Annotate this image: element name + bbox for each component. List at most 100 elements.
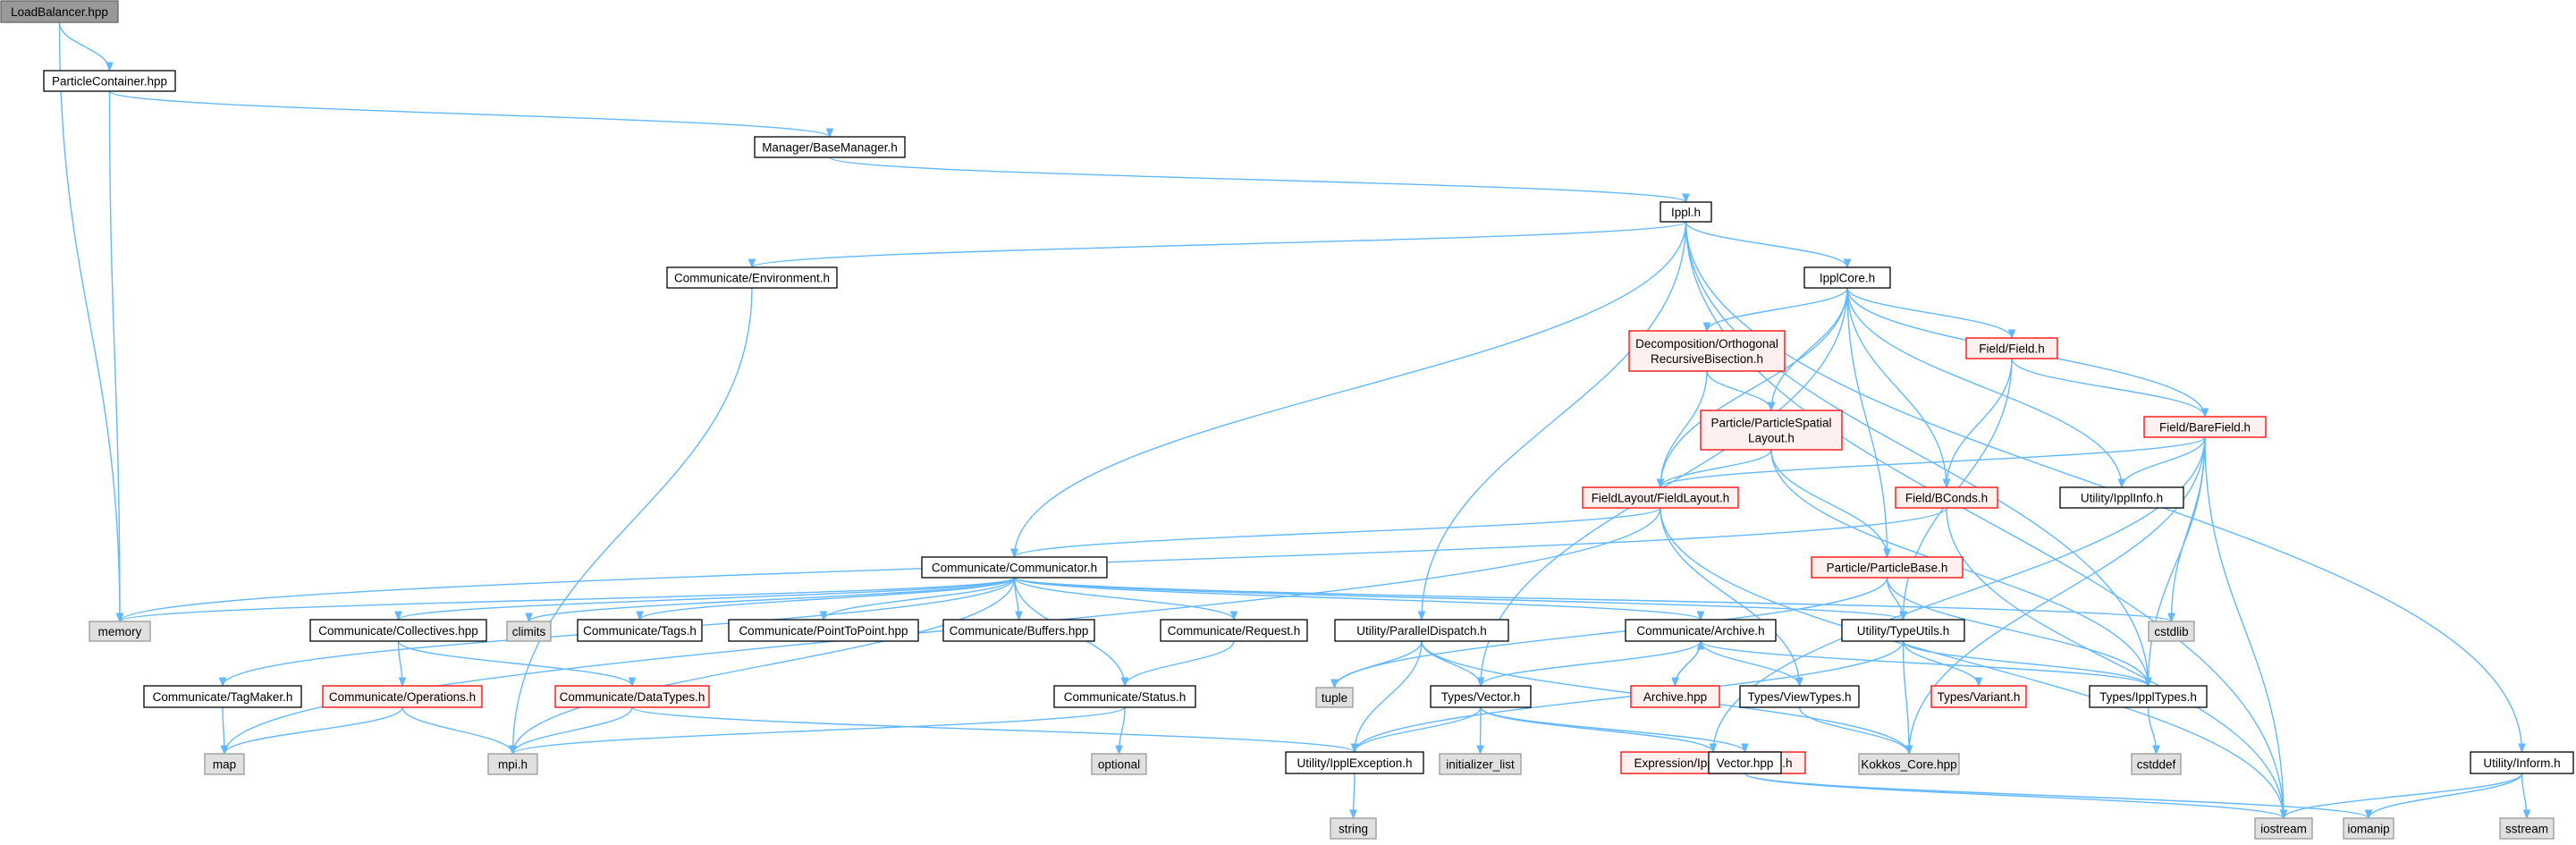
- graph-node-inform[interactable]: Utility/Inform.h: [2470, 751, 2574, 774]
- graph-node-basemanager[interactable]: Manager/BaseManager.h: [754, 136, 906, 158]
- graph-node-paralleldispatch[interactable]: Utility/ParallelDispatch.h: [1334, 619, 1509, 642]
- graph-node-collectives[interactable]: Communicate/Collectives.hpp: [309, 619, 487, 642]
- graph-node-ippltypes[interactable]: Types/IpplTypes.h: [2089, 685, 2208, 708]
- graph-node-typeutils[interactable]: Utility/TypeUtils.h: [1841, 619, 1965, 642]
- node-label: IpplCore.h: [1820, 272, 1875, 285]
- edge-vectorhpp-to-iostream: [1744, 773, 2288, 820]
- graph-node-tags[interactable]: Communicate/Tags.h: [577, 619, 703, 642]
- graph-node-archivehpp[interactable]: Archive.hpp: [1630, 685, 1720, 708]
- node-box: [2470, 751, 2574, 774]
- node-label: climits: [512, 625, 546, 638]
- node-label: iomanip: [2347, 823, 2389, 836]
- edge-pslayout-to-particlebase: [1770, 449, 1891, 559]
- edge-ippl-to-paralleldispatch: [1417, 221, 1687, 621]
- edge-line: [751, 221, 1687, 268]
- edge-arrowhead: [628, 677, 637, 688]
- edge-barefield-to-ippltypes: [2144, 436, 2206, 688]
- graph-node-kokkos[interactable]: Kokkos_Core.hpp: [1858, 753, 1960, 775]
- graph-node-particlebase[interactable]: Particle/ParticleBase.h: [1811, 556, 1964, 579]
- edge-fieldlayout-to-communicator: [1010, 507, 1661, 559]
- node-box: [322, 685, 483, 708]
- graph-node-p2p[interactable]: Communicate/PointToPoint.hpp: [728, 619, 919, 642]
- graph-node-mpi[interactable]: mpi.h: [487, 753, 538, 775]
- node-box: [2343, 817, 2394, 840]
- graph-node-ipplinfo[interactable]: Utility/IpplInfo.h: [2059, 486, 2184, 509]
- graph-node-variant[interactable]: Types/Variant.h: [1930, 685, 2027, 708]
- graph-node-tagmaker[interactable]: Communicate/TagMaker.h: [143, 685, 302, 708]
- edge-status-to-optional: [1115, 706, 1126, 756]
- node-label: cstddef: [2137, 758, 2176, 772]
- graph-node-optional[interactable]: optional: [1091, 753, 1147, 775]
- node-box: [1625, 619, 1777, 642]
- edge-archive-to-viewtypes: [1700, 640, 1803, 688]
- node-box: [2143, 416, 2267, 438]
- edge-arrowhead: [1702, 322, 1711, 333]
- edge-communicator-to-archive: [1013, 577, 1705, 621]
- edge-communicator-to-collectives: [394, 577, 1016, 621]
- graph-node-map[interactable]: map: [204, 753, 245, 775]
- graph-node-status[interactable]: Communicate/Status.h: [1053, 685, 1196, 708]
- graph-node-fieldlayout[interactable]: FieldLayout/FieldLayout.h: [1582, 486, 1739, 509]
- edge-line: [1902, 640, 2149, 687]
- edge-field-to-barefield: [2011, 358, 2209, 418]
- node-box: [143, 685, 302, 708]
- graph-node-loadbalancer[interactable]: LoadBalancer.hpp: [0, 0, 119, 23]
- graph-node-orb[interactable]: Decomposition/OrthogonalRecursiveBisecti…: [1628, 330, 1786, 372]
- node-label: Communicate/Communicator.h: [932, 562, 1097, 575]
- edge-line: [1480, 706, 1714, 753]
- graph-node-buffers[interactable]: Communicate/Buffers.hpp: [942, 619, 1095, 642]
- graph-node-archive[interactable]: Communicate/Archive.h: [1625, 619, 1777, 642]
- edge-line: [2170, 436, 2206, 622]
- node-box: [1930, 685, 2027, 708]
- node-box: [1330, 817, 1377, 840]
- edge-arrowhead: [1767, 401, 1776, 412]
- node-box: [1858, 753, 1960, 775]
- graph-node-vector[interactable]: Types/Vector.h: [1430, 685, 1532, 708]
- edge-line: [1798, 706, 1910, 755]
- graph-node-cstddef[interactable]: cstddef: [2131, 753, 2182, 775]
- graph-node-datatypes[interactable]: Communicate/DataTypes.h: [554, 685, 710, 708]
- graph-node-memory[interactable]: memory: [89, 621, 151, 642]
- edge-arrowhead: [1476, 745, 1484, 756]
- edge-orb-to-fieldlayout: [1656, 370, 1708, 489]
- node-label: Communicate/Operations.h: [329, 690, 476, 704]
- graph-node-climits[interactable]: climits: [506, 621, 552, 642]
- edge-line: [1013, 507, 1661, 558]
- graph-node-viewtypes[interactable]: Types/ViewTypes.h: [1739, 685, 1860, 708]
- edge-line: [1700, 640, 1801, 687]
- graph-node-ippl[interactable]: Ippl.h: [1660, 201, 1712, 223]
- node-box: [2499, 817, 2555, 840]
- graph-node-bconds[interactable]: Field/BConds.h: [1895, 486, 1998, 509]
- graph-node-string[interactable]: string: [1330, 817, 1377, 840]
- graph-node-particlecontainer[interactable]: ParticleContainer.hpp: [43, 70, 176, 92]
- graph-node-cstdlib[interactable]: cstdlib: [2148, 621, 2195, 642]
- graph-node-request[interactable]: Communicate/Request.h: [1160, 619, 1308, 642]
- edge-arrowhead: [1883, 548, 1891, 559]
- node-label: Particle/ParticleBase.h: [1827, 562, 1948, 575]
- edge-arrowhead: [2279, 809, 2288, 820]
- graph-node-vectorhpp[interactable]: Vector.hpp: [1708, 751, 1782, 774]
- node-box: [1334, 619, 1509, 642]
- graph-node-field[interactable]: Field/Field.h: [1965, 337, 2058, 359]
- graph-node-iostream[interactable]: iostream: [2254, 817, 2313, 840]
- graph-node-sstream[interactable]: sstream: [2499, 817, 2555, 840]
- edge-line: [1846, 287, 1888, 558]
- graph-node-environment[interactable]: Communicate/Environment.h: [666, 266, 838, 289]
- edge-orb-to-pslayout: [1706, 370, 1776, 412]
- graph-node-ipplexception[interactable]: Utility/IpplException.h: [1285, 751, 1424, 774]
- edge-line: [638, 577, 1016, 621]
- graph-node-operations[interactable]: Communicate/Operations.h: [322, 685, 483, 708]
- graph-node-iomanip[interactable]: iomanip: [2343, 817, 2394, 840]
- edge-inform-to-sstream: [2521, 773, 2531, 820]
- graph-node-tuple[interactable]: tuple: [1315, 687, 1354, 708]
- node-box: [1053, 685, 1196, 708]
- graph-node-communicator[interactable]: Communicate/Communicator.h: [921, 556, 1108, 579]
- graph-node-barefield[interactable]: Field/BareField.h: [2143, 416, 2267, 438]
- graph-node-initlist[interactable]: initializer_list: [1439, 753, 1522, 775]
- node-label: Communicate/PointToPoint.hpp: [739, 624, 908, 638]
- node-label: string: [1339, 823, 1368, 836]
- graph-node-ipplcore[interactable]: IpplCore.h: [1803, 266, 1891, 289]
- edge-collectives-to-operations: [397, 640, 407, 688]
